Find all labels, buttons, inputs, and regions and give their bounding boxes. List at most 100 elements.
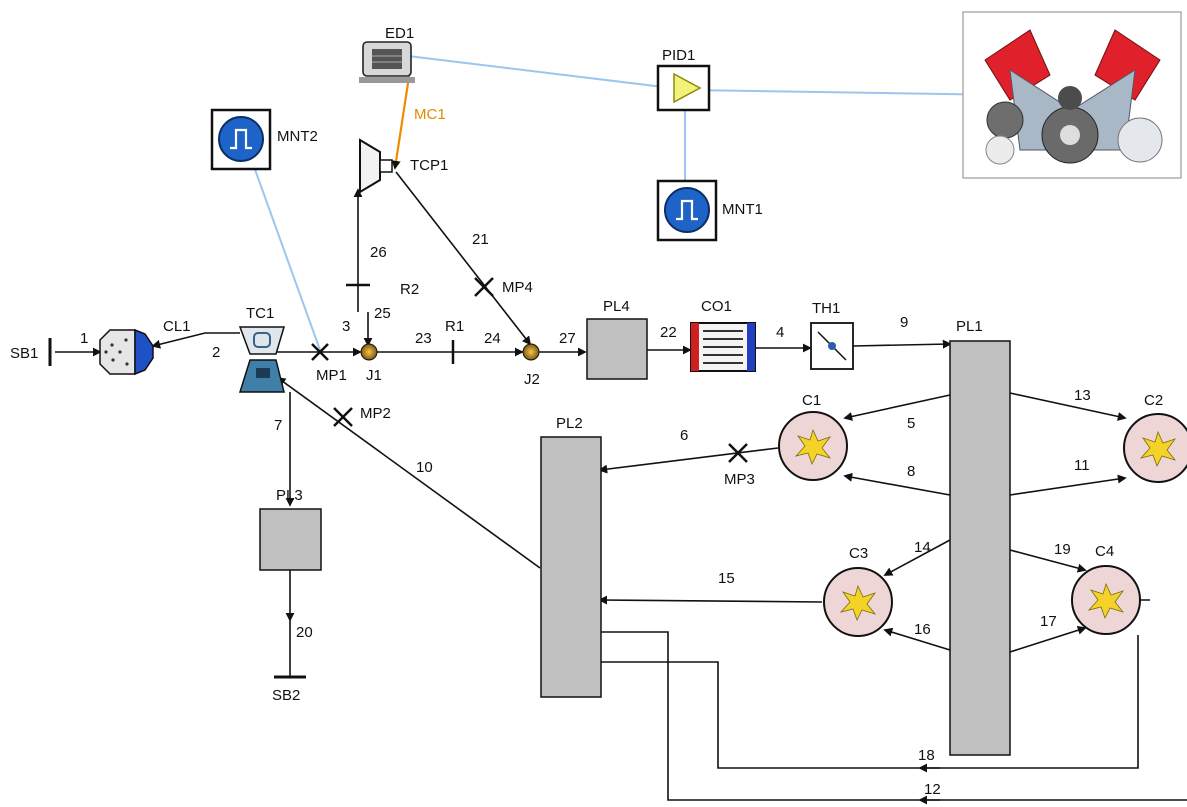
pipe-label: 21 [472, 231, 489, 248]
label-c2: C2 [1144, 392, 1163, 409]
label-sb1: SB1 [10, 345, 38, 362]
label-cl1: CL1 [163, 318, 191, 335]
cylinder-c2[interactable] [1123, 413, 1187, 483]
pipe-6[interactable] [598, 447, 779, 474]
label-sb2: SB2 [272, 687, 300, 704]
label-c4: C4 [1095, 543, 1114, 560]
label-j2: J2 [524, 371, 540, 388]
pipe-label: 18 [918, 747, 935, 764]
electric-motor-icon[interactable] [359, 41, 415, 83]
engine-icon[interactable] [962, 11, 1182, 179]
label-mp1: MP1 [316, 367, 347, 384]
measurement-point-mp3[interactable] [728, 443, 748, 463]
plenum-pl1[interactable] [949, 340, 1011, 756]
compressor-icon[interactable] [359, 138, 393, 194]
pipe-13[interactable] [1009, 392, 1127, 421]
pipe-label: 23 [415, 330, 432, 347]
pipe-label: 8 [907, 463, 915, 480]
monitor-icon[interactable] [656, 179, 718, 242]
air-filter-icon[interactable] [99, 328, 154, 376]
label-tcp1: TCP1 [410, 157, 448, 174]
label-mp4: MP4 [502, 279, 533, 296]
pipe-18[interactable] [600, 599, 1150, 769]
pipe-label: 7 [274, 417, 282, 434]
pipe-label: 3 [342, 318, 350, 335]
pipe-label: 26 [370, 244, 387, 261]
pipe-label: 11 [1074, 457, 1090, 474]
pipe-10[interactable] [276, 376, 541, 569]
label-j1: J1 [366, 367, 382, 384]
label-mnt2: MNT2 [277, 128, 318, 145]
pipe-label: 10 [416, 459, 433, 476]
label-mc1: MC1 [414, 106, 446, 123]
pipe-8[interactable] [843, 472, 951, 496]
label-mp3: MP3 [724, 471, 755, 488]
label-c1: C1 [802, 392, 821, 409]
monitor-icon[interactable] [210, 108, 272, 171]
pipe-11[interactable] [1009, 474, 1127, 496]
pipe-label: 14 [914, 539, 931, 556]
measurement-point-mp2[interactable] [333, 407, 353, 427]
label-mnt1: MNT1 [722, 201, 763, 218]
plenum-pl4[interactable] [586, 318, 648, 380]
pipe-label: 22 [660, 324, 677, 341]
label-co1: CO1 [701, 298, 732, 315]
label-r2: R2 [400, 281, 419, 298]
signal-ed1-pid1 [407, 55, 689, 91]
pipe-label: 9 [900, 314, 908, 331]
pipe-label: 20 [296, 624, 313, 641]
pipe-label: 1 [80, 330, 88, 347]
pipe-label: 6 [680, 427, 688, 444]
label-pl4: PL4 [603, 298, 630, 315]
pipe-14[interactable] [883, 539, 951, 576]
label-mp2: MP2 [360, 405, 391, 422]
pipe-17[interactable] [1009, 625, 1087, 653]
combustion-spark-icon [794, 428, 832, 466]
plenum-pl3[interactable] [259, 508, 322, 571]
label-ed1: ED1 [385, 25, 414, 42]
label-pid1: PID1 [662, 47, 695, 64]
cooler-icon[interactable] [690, 322, 756, 372]
pipe-label: 15 [718, 570, 735, 587]
pipe-9[interactable] [852, 339, 952, 349]
combustion-spark-icon [1087, 582, 1125, 620]
pipe-2[interactable] [151, 332, 240, 349]
junction-j1[interactable] [360, 343, 378, 361]
pipe-label: 5 [907, 415, 915, 432]
pipe-label: 27 [559, 330, 576, 347]
pid-controller-icon[interactable] [656, 64, 711, 112]
pipe-label: 12 [924, 781, 941, 798]
cylinder-c1[interactable] [778, 411, 848, 481]
junction-j2[interactable] [522, 343, 540, 361]
pipe-12[interactable] [600, 631, 1187, 801]
pipe-label: 2 [212, 344, 220, 361]
combustion-spark-icon [839, 584, 877, 622]
pipe-15[interactable] [598, 595, 823, 605]
measurement-point-mp1[interactable] [311, 343, 329, 361]
signal-mnt2-mp1 [247, 149, 321, 351]
label-r1: R1 [445, 318, 464, 335]
cylinder-c3[interactable] [823, 567, 893, 637]
cylinder-c4[interactable] [1071, 565, 1141, 635]
pipe-16[interactable] [883, 627, 951, 651]
pipe-19[interactable] [1009, 549, 1087, 573]
plenum-pl2[interactable] [540, 436, 602, 698]
label-pl3: PL3 [276, 487, 303, 504]
label-pl1: PL1 [956, 318, 983, 335]
label-c3: C3 [849, 545, 868, 562]
combustion-spark-icon [1139, 430, 1177, 468]
pipe-label: 24 [484, 330, 501, 347]
pipe-label: 16 [914, 621, 931, 638]
label-tc1: TC1 [246, 305, 274, 322]
pipe-label: 25 [374, 305, 391, 322]
turbocharger-icon[interactable] [238, 326, 286, 393]
pipe-21[interactable] [395, 171, 532, 346]
pipe-5[interactable] [843, 394, 951, 421]
measurement-point-mp4[interactable] [474, 277, 494, 297]
pipe-label: 4 [776, 324, 784, 341]
throttle-icon[interactable] [810, 322, 854, 370]
pipe-label: 13 [1074, 387, 1091, 404]
label-pl2: PL2 [556, 415, 583, 432]
mech-connection-mc1[interactable] [391, 69, 412, 170]
